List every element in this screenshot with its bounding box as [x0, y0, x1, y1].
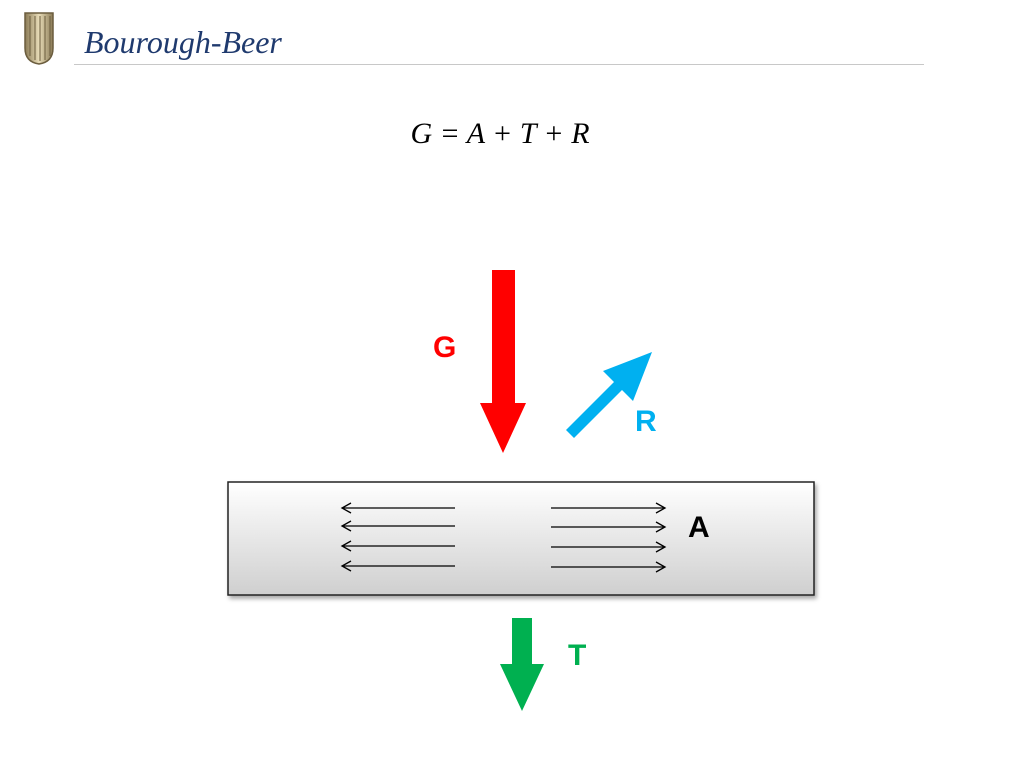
beer-glass-logo-icon	[24, 12, 54, 65]
label-g: G	[433, 331, 457, 364]
label-a: A	[688, 511, 710, 544]
absorbing-layer	[227, 481, 815, 596]
left-arrow-1	[340, 502, 455, 514]
energy-balance-equation: G = A + T + R	[410, 117, 590, 150]
absorption-arrows	[340, 502, 667, 573]
reflected-radiation-arrow	[566, 352, 652, 438]
transmitted-radiation-arrow	[500, 618, 544, 711]
label-r: R	[635, 405, 657, 438]
label-t: T	[568, 639, 587, 672]
right-arrow-1	[551, 502, 667, 514]
right-arrow-2	[551, 521, 667, 533]
left-arrow-2	[340, 520, 455, 532]
slide-title: Bourough-Beer	[84, 24, 282, 60]
left-arrow-3	[340, 540, 455, 552]
right-arrow-4	[551, 561, 667, 573]
title-divider	[74, 64, 924, 65]
incoming-radiation-arrow	[480, 270, 526, 453]
right-arrow-3	[551, 541, 667, 553]
left-arrow-4	[340, 560, 455, 572]
